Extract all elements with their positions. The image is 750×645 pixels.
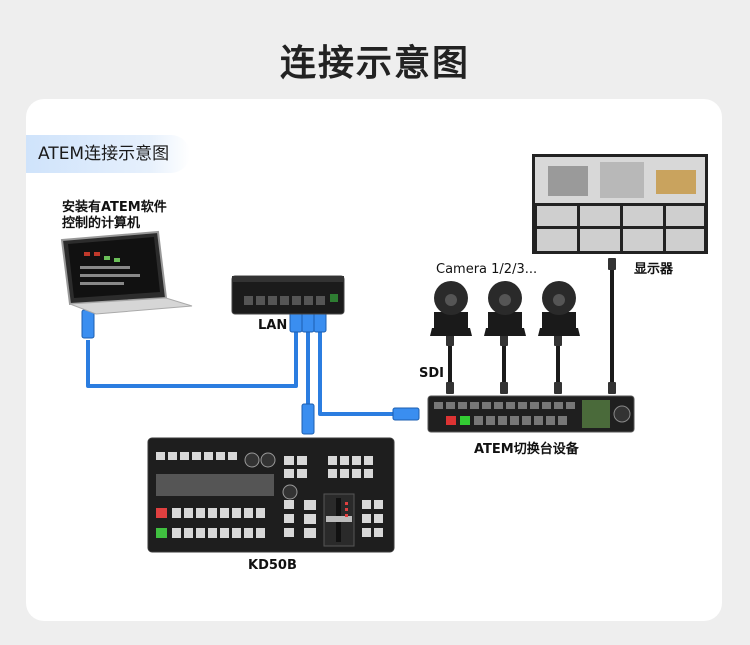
lan-switch-icon — [231, 275, 345, 315]
switcher-label: ATEM切换台设备 — [474, 442, 579, 457]
rj45-switcher — [392, 407, 420, 421]
monitor-icon — [532, 154, 708, 254]
laptop-icon — [60, 230, 193, 315]
computer-label-line2: 控制的计算机 — [62, 216, 141, 231]
ptz-camera-3-icon — [538, 281, 580, 336]
ptz-camera-1-icon — [430, 281, 472, 336]
rj45-laptop — [81, 309, 95, 339]
page-title: 连接示意图 — [279, 43, 470, 84]
ethernet-cables — [86, 330, 395, 420]
cable-laptop-to-router — [86, 330, 298, 388]
sdi-cables — [448, 262, 614, 394]
monitor-label: 显示器 — [634, 262, 674, 277]
section-tag: ATEM连接示意图 — [26, 135, 190, 173]
panel-label: KD50B — [248, 558, 297, 573]
sdi-label: SDI — [419, 366, 444, 381]
sdi-connectors — [446, 258, 616, 394]
cameras-label: Camera 1/2/3... — [436, 262, 538, 277]
atem-switcher-icon — [427, 395, 635, 433]
ptz-camera-2-icon — [484, 281, 526, 336]
cable-router-to-switcher — [318, 330, 395, 416]
rj45-panel — [301, 403, 315, 435]
kd50b-panel-icon — [147, 437, 395, 553]
computer-label-line1: 安装有ATEM软件 — [62, 200, 167, 215]
rj45-connectors — [81, 309, 420, 435]
lan-label: LAN — [258, 318, 288, 333]
